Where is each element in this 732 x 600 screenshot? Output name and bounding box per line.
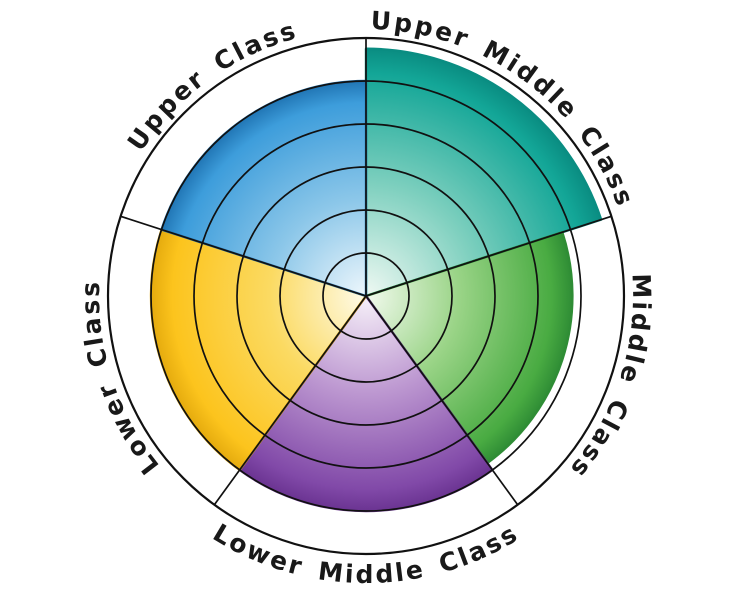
- sector-divider-line: [365, 215, 612, 297]
- sector-divider-line: [213, 295, 367, 506]
- sector-divider-line: [120, 215, 367, 297]
- outer-boundary-circle: [106, 36, 626, 556]
- sector-divider-line: [365, 295, 519, 506]
- sector-wedge-middle-class: [364, 231, 574, 465]
